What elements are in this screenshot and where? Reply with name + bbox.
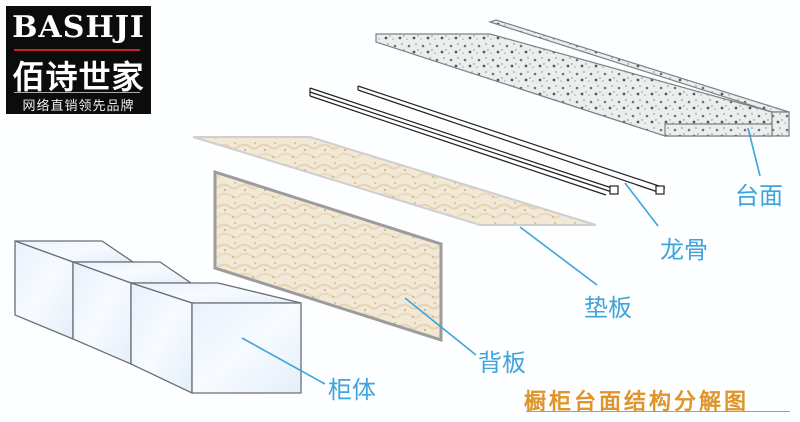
cabinet-body-part (14, 240, 302, 395)
brand-logo: BASHJI 佰诗世家 网络直销领先品牌 (6, 6, 151, 114)
diagram-title: 橱柜台面结构分解图 (524, 389, 750, 415)
back-panel-part (213, 169, 443, 343)
backing-pad-part (192, 136, 597, 226)
title-underline (526, 411, 790, 412)
countertop-part (375, 19, 790, 137)
label-backing-pad: 垫板 (584, 294, 632, 322)
label-countertop: 台面 (735, 182, 783, 210)
label-cabinet-body: 柜体 (328, 376, 376, 404)
leader-lines (241, 127, 761, 385)
logo-chinese-name: 佰诗世家 (12, 58, 145, 96)
keel-part (309, 85, 666, 196)
logo-divider-2 (14, 92, 140, 93)
label-keel: 龙骨 (660, 236, 708, 264)
logo-brand-text: BASHJI (12, 10, 145, 45)
logo-divider (14, 49, 140, 51)
label-back-panel: 背板 (478, 349, 526, 377)
logo-slogan: 网络直销领先品牌 (22, 99, 135, 114)
